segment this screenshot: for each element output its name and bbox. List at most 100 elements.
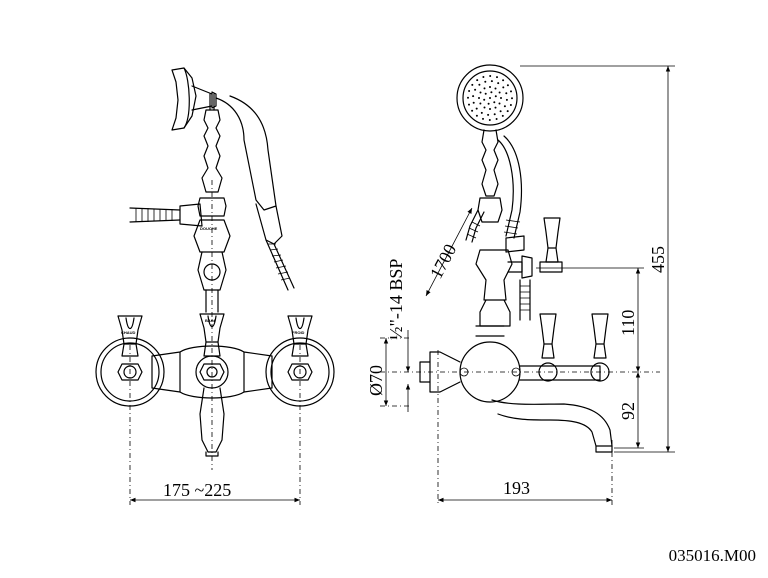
shower-hole bbox=[474, 88, 477, 91]
shower-hole bbox=[503, 105, 506, 108]
shower-hole bbox=[501, 114, 504, 117]
diverter bbox=[193, 219, 231, 313]
width-dimension: 175 ~225 bbox=[130, 480, 300, 503]
total-height-label: 455 bbox=[648, 246, 668, 273]
shower-hole bbox=[472, 101, 475, 104]
label-douche: DOUCHE bbox=[200, 226, 218, 231]
left-lever-handle bbox=[117, 315, 143, 357]
side-right-lever bbox=[591, 313, 609, 359]
handshower-head bbox=[456, 64, 524, 223]
shower-hole bbox=[488, 119, 491, 121]
spout-side bbox=[491, 399, 613, 453]
shower-hole bbox=[482, 117, 484, 120]
shower-hole bbox=[471, 109, 474, 112]
shower-hole bbox=[475, 107, 478, 110]
shower-hole bbox=[502, 86, 505, 89]
shower-hole bbox=[490, 91, 493, 94]
shower-hole bbox=[511, 97, 513, 100]
shower-hole bbox=[494, 87, 497, 90]
left-flange bbox=[95, 337, 165, 407]
hose-length-label: 1700 bbox=[426, 241, 461, 282]
shower-hole bbox=[506, 110, 509, 113]
shower-hole bbox=[479, 102, 482, 105]
shower-hole bbox=[480, 111, 483, 114]
center-lever-handle bbox=[199, 313, 225, 357]
spout-height-label: 92 bbox=[618, 402, 638, 420]
shower-hole bbox=[496, 76, 498, 79]
center-height-dimension: 110 bbox=[536, 267, 644, 372]
depth-dimension-label: 193 bbox=[503, 478, 530, 498]
shower-hole bbox=[484, 80, 487, 83]
shower-hole bbox=[483, 98, 486, 101]
right-lever-handle bbox=[287, 315, 313, 357]
diameter-dimension: Ø70 bbox=[366, 338, 389, 406]
total-height-dimension: 455 bbox=[520, 65, 675, 453]
shower-hole bbox=[482, 76, 485, 78]
center-height-label: 110 bbox=[618, 310, 638, 336]
hose-length-dimension: 1700 bbox=[425, 207, 473, 297]
shower-stem bbox=[197, 93, 227, 217]
side-view: 193 455 110 92 Ø70 ½ bbox=[366, 64, 675, 505]
side-upper-lever bbox=[539, 217, 563, 273]
main-body bbox=[151, 345, 273, 399]
thread-label: ½"-14 BSP bbox=[386, 259, 406, 340]
shower-hole bbox=[476, 79, 479, 82]
front-view: CHAUD FROID DOUCHE BAIN 175 ~225 bbox=[95, 67, 335, 505]
shower-hole bbox=[493, 113, 496, 116]
side-hose bbox=[519, 279, 531, 321]
depth-dimension: 193 bbox=[438, 478, 612, 503]
shower-hole bbox=[509, 104, 512, 106]
left-hose bbox=[129, 203, 203, 227]
right-flange bbox=[265, 337, 335, 407]
shower-hole bbox=[484, 92, 487, 95]
shower-hole bbox=[483, 87, 486, 90]
product-code: 035016.M00 bbox=[668, 546, 756, 565]
shower-hole bbox=[506, 84, 509, 87]
spout-height-dimension: 92 bbox=[614, 372, 644, 449]
shower-hose bbox=[215, 95, 295, 291]
shower-hole bbox=[489, 86, 491, 88]
shower-hole bbox=[498, 102, 501, 105]
shower-hole bbox=[487, 102, 490, 105]
shower-hole bbox=[505, 92, 508, 95]
label-chaud: CHAUD bbox=[121, 330, 136, 335]
spout-front bbox=[199, 387, 225, 457]
shower-hole bbox=[468, 90, 471, 92]
shower-hole bbox=[493, 101, 496, 104]
diverter-side bbox=[475, 249, 533, 327]
shower-hole bbox=[489, 108, 491, 110]
shower-hole bbox=[494, 95, 497, 98]
side-left-lever bbox=[539, 313, 557, 359]
shower-hole bbox=[499, 110, 502, 113]
thread-dimension: ½"-14 BSP bbox=[386, 259, 411, 412]
label-bain: BAIN bbox=[205, 318, 215, 323]
shower-hole bbox=[478, 97, 480, 99]
body-side bbox=[419, 325, 610, 403]
shower-hole bbox=[498, 91, 501, 94]
shower-hole bbox=[479, 91, 482, 94]
handshower-front bbox=[171, 67, 217, 131]
shower-hole bbox=[472, 95, 475, 98]
shower-holes bbox=[467, 75, 513, 121]
shower-hole bbox=[468, 103, 470, 106]
shower-hole bbox=[489, 75, 492, 77]
shower-hole bbox=[494, 106, 497, 109]
shower-hole bbox=[478, 83, 481, 86]
shower-hole bbox=[467, 96, 469, 99]
shower-hole bbox=[490, 80, 493, 83]
shower-hole bbox=[483, 106, 486, 109]
shower-hole bbox=[500, 97, 502, 99]
shower-hole bbox=[471, 83, 474, 86]
label-froid: FROID bbox=[292, 330, 305, 335]
shower-hole bbox=[487, 113, 490, 116]
shower-hole bbox=[475, 114, 478, 117]
shower-hole bbox=[489, 97, 491, 99]
shower-hole bbox=[495, 118, 498, 120]
shower-hole bbox=[505, 98, 508, 101]
diameter-label: Ø70 bbox=[366, 365, 386, 396]
shower-hole bbox=[502, 79, 505, 82]
shower-hole bbox=[497, 82, 500, 85]
width-dimension-label: 175 ~225 bbox=[163, 480, 231, 500]
shower-hole bbox=[510, 90, 512, 93]
